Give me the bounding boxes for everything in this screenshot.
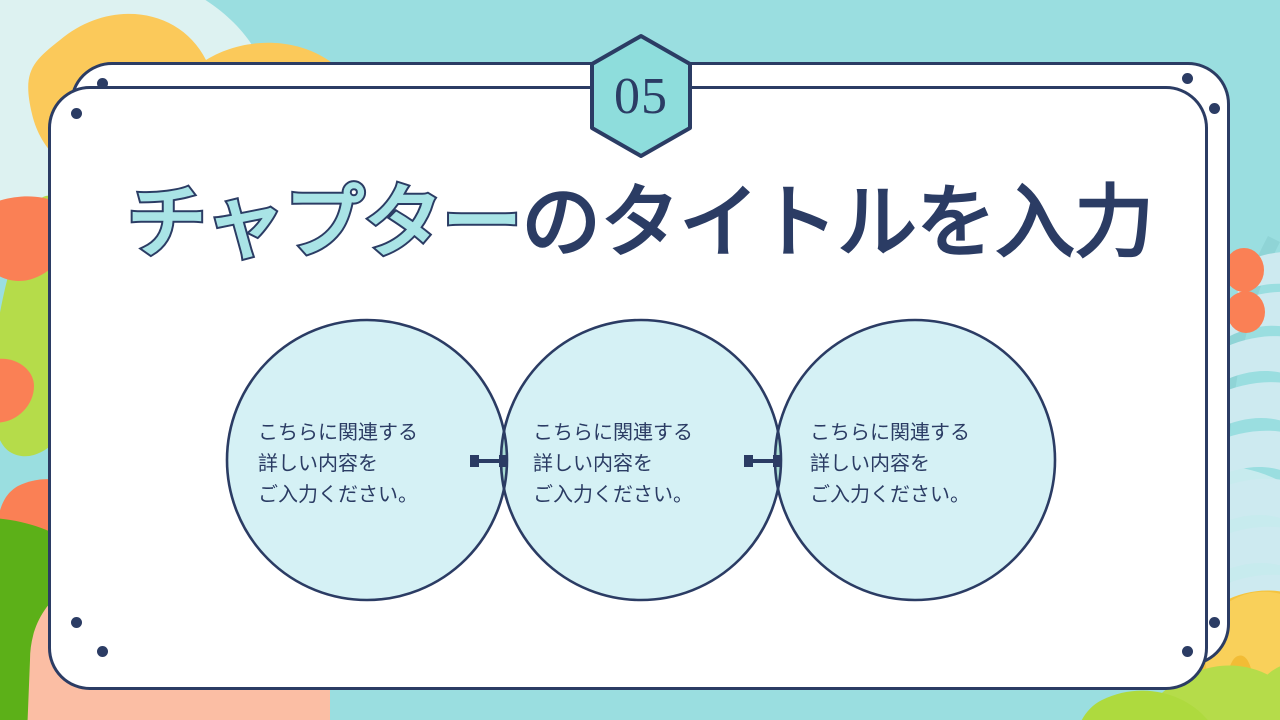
connector-2-3: [744, 455, 782, 467]
hexagon-icon: [590, 34, 692, 158]
corner-dot-bottom-left-inner: [97, 646, 108, 657]
corner-dot-top-right-inner: [1209, 103, 1220, 114]
chapter-number-text: 05: [614, 67, 668, 125]
page-title: チャプターのタイトルを入力: [0, 181, 1280, 265]
circle-fill-1: [227, 320, 507, 600]
title-rest-text: のタイトルを入力: [521, 178, 1154, 267]
corner-dot-bottom-right-outer: [1209, 617, 1220, 628]
circle-text-3: こちらに関連する 詳しい内容を ご入力ください。: [810, 422, 970, 506]
connector-1-2: [470, 455, 508, 467]
connector-cap-right: [773, 455, 782, 467]
connector-cap-left: [744, 455, 753, 467]
corner-dot-top-left-inner: [71, 108, 82, 119]
circle-fill-3: [775, 320, 1055, 600]
corner-dot-top-left-outer: [97, 78, 108, 89]
chapter-number-badge: 05: [586, 32, 696, 160]
connector-cap-left: [470, 455, 479, 467]
corner-dot-top-right-outer: [1182, 73, 1193, 84]
corner-dot-bottom-left-outer: [71, 617, 82, 628]
title-highlight-text: チャプター: [125, 178, 524, 267]
circle-fill-2: [501, 320, 781, 600]
connector-bar: [744, 459, 782, 463]
circle-text-1: こちらに関連する 詳しい内容を ご入力ください。: [258, 422, 418, 506]
connector-cap-right: [499, 455, 508, 467]
circle-text-2: こちらに関連する 詳しい内容を ご入力ください。: [533, 422, 693, 506]
connector-bar: [470, 459, 508, 463]
corner-dot-bottom-right-inner: [1182, 646, 1193, 657]
